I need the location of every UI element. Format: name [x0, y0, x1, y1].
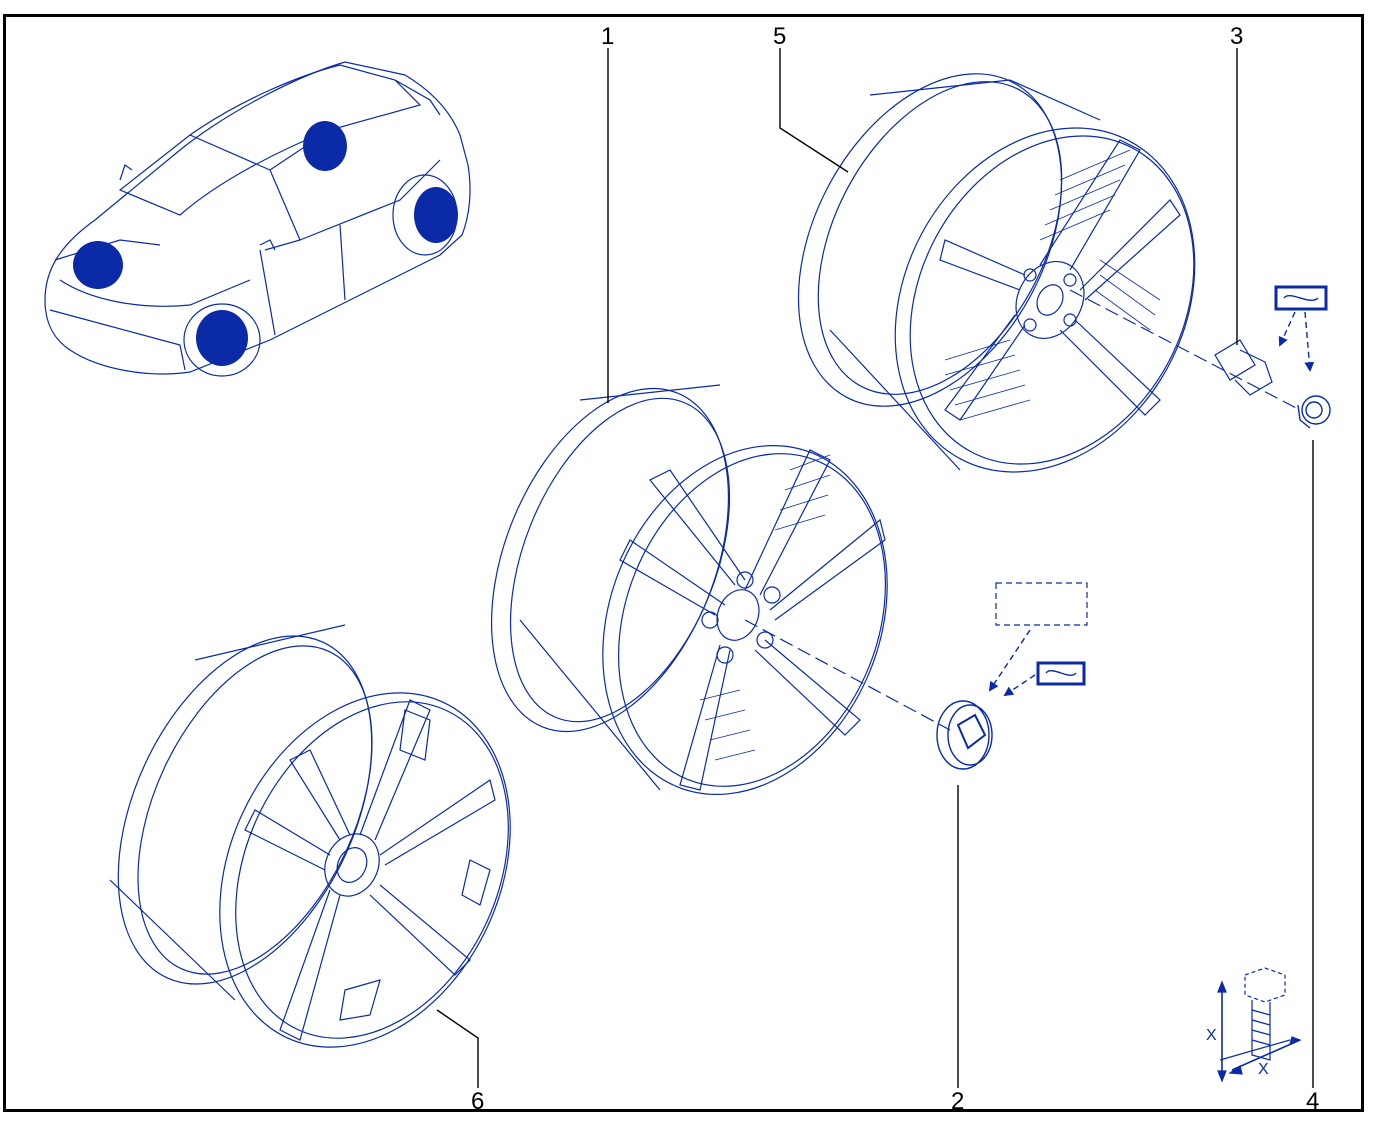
torque-label-x-vertical: X	[1206, 1027, 1217, 1044]
torque-label-x-horizontal: X	[1258, 1061, 1269, 1078]
torque-bolt-icon	[1217, 967, 1302, 1083]
diagram-frame	[3, 14, 1364, 1112]
car-icon	[44, 61, 471, 377]
lock-nut-icon	[1297, 395, 1331, 429]
wheel-5-icon	[797, 73, 1196, 473]
optional-label-box	[995, 582, 1088, 626]
car-highlight-markers	[73, 121, 458, 366]
callout-5: 5	[773, 23, 787, 50]
tag-arrows	[1278, 311, 1315, 372]
label-tag-icon-2	[1036, 661, 1086, 686]
callout-6: 6	[471, 1088, 485, 1115]
callout-2: 2	[951, 1088, 965, 1115]
axis-line-wheel-1	[744, 619, 951, 731]
callout-3: 3	[1230, 23, 1244, 50]
label-tag-icon	[1274, 285, 1328, 311]
callout-1: 1	[601, 23, 615, 50]
callout-4: 4	[1306, 1088, 1320, 1115]
axis-line-wheel-5	[1069, 289, 1301, 411]
bolt-icon	[1214, 339, 1273, 396]
cap-arrows	[988, 629, 1036, 697]
wheel-6-icon	[109, 624, 511, 1048]
leader-lines	[436, 48, 1314, 1088]
center-cap-icon	[936, 700, 993, 770]
wheel-1-icon	[490, 384, 888, 795]
